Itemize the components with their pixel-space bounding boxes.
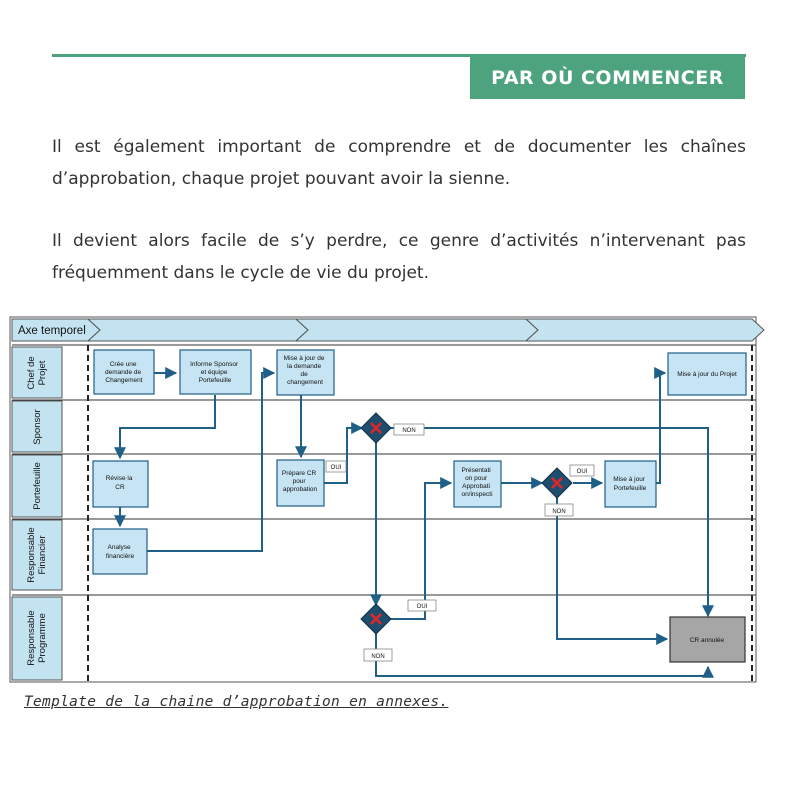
timeline-segment — [294, 318, 539, 342]
decision-x-icon — [370, 422, 382, 434]
paragraph-approval-chains: Il est également important de comprendre… — [52, 137, 746, 189]
svg-text:OUI: OUI — [331, 465, 342, 471]
decision-x-icon — [551, 477, 563, 489]
lane-label-chef-projet: Chef deProjet — [26, 356, 48, 389]
label-non-programme: NON — [363, 648, 393, 662]
svg-text:Crée une demande de: Crée une demande de Changement — [105, 361, 143, 384]
lane-separators — [12, 344, 756, 596]
label-non-sponsor: NON — [393, 423, 425, 436]
decision-programme — [360, 603, 392, 635]
svg-text:Mise à jour Portefeuille: Mise à jour Portefeuille — [613, 476, 647, 492]
label-non-portefeuille: NON — [544, 503, 574, 517]
decision-x-icon — [370, 613, 382, 625]
label-oui-portefeuille: OUI — [569, 464, 595, 477]
svg-text:NON: NON — [552, 509, 565, 515]
box-prepare-cr: Prépare CR pour approbation — [276, 459, 325, 507]
lane-label-sponsor: Sponsor — [32, 409, 43, 444]
box-mise-a-jour-portefeuille: Mise à jour Portefeuille — [604, 460, 657, 508]
label-oui-programme: OUI — [407, 599, 437, 612]
lane-headers — [11, 346, 63, 681]
diagram-caption: Template de la chaine d’approbation en a… — [24, 694, 449, 710]
svg-text:Mise à jour de la demand: Mise à jour de la demande de changement — [284, 355, 327, 386]
decision-portefeuille — [541, 467, 573, 499]
lane-label-responsable-programme: ResponsableProgramme — [26, 610, 48, 665]
timeline-segment — [86, 318, 309, 342]
svg-text:Révise la CR: Révise la CR — [106, 475, 135, 491]
svg-text:Informe Sponsor et équip: Informe Sponsor et équipe Portefeuille — [190, 361, 240, 384]
box-presentation-approbation: Présentati on pour Approbati on/inspecti — [453, 460, 502, 508]
box-revise-cr: Révise la CR — [92, 460, 149, 508]
approval-chain-diagram: Axe temporel Chef deProjet Sponsor Porte… — [9, 316, 765, 683]
label-oui-prepare: OUI — [325, 460, 347, 473]
svg-text:Mise à jour du Projet: Mise à jour du Projet — [677, 371, 737, 378]
svg-text:NON: NON — [371, 654, 384, 660]
box-mise-a-jour-demande: Mise à jour de la demande de changement — [276, 349, 335, 396]
timeline-header: Axe temporel — [11, 318, 765, 342]
decision-sponsor — [360, 412, 392, 444]
box-cr-annulee: CR annulée — [669, 616, 746, 663]
paragraph-easy-to-get-lost: Il devient alors facile de s’y perdre, c… — [52, 231, 746, 283]
svg-text:CR annulée: CR annulée — [690, 637, 725, 644]
box-cree-demande: Crée une demande de Changement — [93, 349, 155, 395]
svg-text:Prépare CR pour ap: Prépare CR pour approbation — [282, 470, 318, 493]
box-informe-sponsor: Informe Sponsor et équipe Portefeuille — [179, 349, 252, 395]
timeline-label: Axe temporel — [18, 325, 86, 337]
box-analyse-financiere: Analyse financière — [92, 528, 148, 575]
section-banner: PAR OÙ COMMENCER — [470, 57, 745, 99]
top-rule — [52, 54, 746, 57]
lane-label-responsable-financier: ResponsableFinancier — [26, 527, 48, 582]
svg-text:NON: NON — [402, 428, 415, 434]
svg-text:Présentati on pour: Présentati on pour Approbati on/inspecti — [461, 467, 492, 498]
svg-text:Analyse financière: Analyse financière — [106, 544, 135, 560]
timeline-segment — [524, 318, 765, 342]
svg-text:OUI: OUI — [417, 604, 428, 610]
box-mise-a-jour-projet: Mise à jour du Projet — [667, 352, 747, 396]
svg-text:OUI: OUI — [577, 469, 588, 475]
lane-label-portefeuille: Portefeuille — [32, 462, 43, 510]
